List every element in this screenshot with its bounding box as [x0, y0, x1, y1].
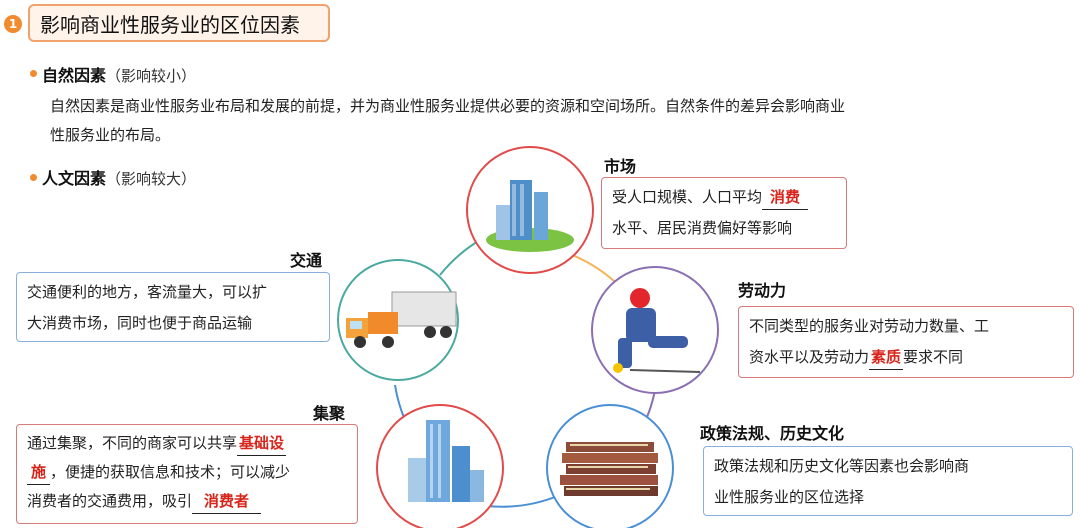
- labor-node-image: [591, 266, 719, 394]
- agglomeration-line-2: 施，便捷的获取信息和技术；可以减少: [27, 458, 347, 487]
- ring-arc-transport-market: [439, 239, 481, 276]
- labor-label: 劳动力: [738, 281, 787, 300]
- agglomeration-line-1: 通过集聚，不同的商家可以共享基础设: [27, 429, 347, 458]
- labor-box: 不同类型的服务业对劳动力数量、工 资水平以及劳动力素质要求不同: [738, 306, 1074, 378]
- agglomeration-node-image: [376, 404, 504, 528]
- natural-note: （影响较小）: [106, 67, 197, 85]
- natural-heading-text: 自然因素: [42, 66, 107, 85]
- natural-paragraph-line: 性服务业的布局。: [50, 126, 171, 144]
- agglomeration-key-term: 施: [27, 460, 51, 485]
- agglomeration-label: 集聚: [313, 404, 346, 423]
- transport-line-1: 交通便利的地方，客流量大，可以扩: [27, 283, 268, 301]
- market-label: 市场: [604, 157, 637, 176]
- agglomeration-line-3: 消费者的交通费用，吸引消费者: [27, 487, 347, 516]
- agglomeration-text: 通过集聚，不同的商家可以共享: [27, 434, 238, 452]
- section-title: 影响商业性服务业的区位因素: [40, 13, 300, 37]
- policy-node-image: [546, 404, 674, 528]
- labor-text: 资水平以及劳动力: [749, 348, 870, 366]
- human-heading-text: 人文因素: [42, 169, 107, 188]
- natural-bullet-icon: [30, 70, 37, 77]
- transport-node-image: [337, 259, 459, 381]
- market-line-2: 水平、居民消费偏好等影响: [612, 219, 793, 237]
- policy-label: 政策法规、历史文化: [700, 424, 845, 443]
- transport-line-2: 大消费市场，同时也便于商品运输: [27, 314, 253, 332]
- natural-heading: 自然因素（影响较小）: [42, 62, 196, 86]
- market-node-image: [466, 146, 594, 274]
- transport-box: 交通便利的地方，客流量大，可以扩 大消费市场，同时也便于商品运输: [16, 272, 330, 342]
- ring-arc-agglomeration-transport: [394, 384, 406, 421]
- market-box: 受人口规模、人口平均消费 水平、居民消费偏好等影响: [601, 177, 847, 249]
- human-note: （影响较大）: [106, 170, 197, 188]
- human-bullet-icon: [30, 174, 37, 181]
- market-key-term: 消费: [762, 185, 809, 210]
- section-number-badge: 1: [4, 15, 22, 33]
- natural-paragraph: 自然因素是商业性服务业布局和发展的前提，并为商业性服务业提供必要的资源和空间场所…: [50, 92, 845, 150]
- policy-line-1: 政策法规和历史文化等因素也会影响商: [714, 457, 970, 475]
- agglomeration-box: 通过集聚，不同的商家可以共享基础设 施，便捷的获取信息和技术；可以减少 消费者的…: [16, 424, 358, 524]
- labor-text: 要求不同: [903, 348, 964, 366]
- labor-line-2: 资水平以及劳动力素质要求不同: [749, 342, 1063, 373]
- agglomeration-key-term: 消费者: [192, 489, 262, 514]
- policy-box: 政策法规和历史文化等因素也会影响商 业性服务业的区位选择: [703, 446, 1073, 516]
- agglomeration-text: 消费者的交通费用，吸引: [27, 492, 193, 510]
- agglomeration-key-term: 基础设: [237, 431, 287, 456]
- natural-paragraph-line: 自然因素是商业性服务业布局和发展的前提，并为商业性服务业提供必要的资源和空间场所…: [50, 97, 846, 115]
- market-line-1: 受人口规模、人口平均消费: [612, 182, 836, 213]
- policy-line-2: 业性服务业的区位选择: [714, 488, 865, 506]
- section-title-box: [28, 4, 330, 42]
- human-heading: 人文因素（影响较大）: [42, 165, 196, 189]
- transport-label: 交通: [290, 251, 323, 270]
- agglomeration-text: ，便捷的获取信息和技术；可以减少: [50, 463, 291, 481]
- market-text: 受人口规模、人口平均: [612, 188, 763, 206]
- labor-key-term: 素质: [869, 345, 904, 370]
- labor-line-1: 不同类型的服务业对劳动力数量、工: [749, 317, 990, 335]
